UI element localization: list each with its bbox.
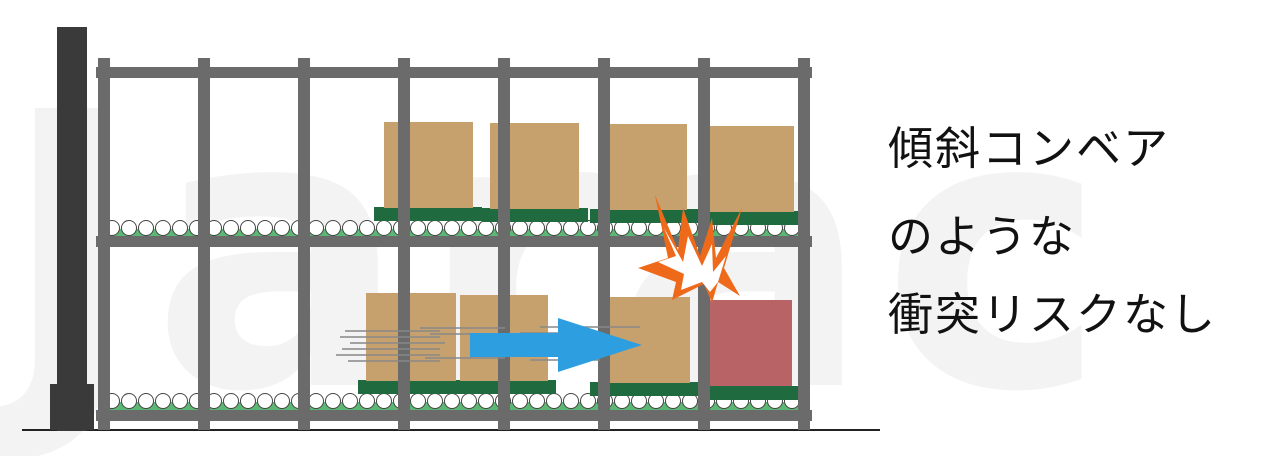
roller	[427, 393, 443, 409]
roller	[461, 220, 477, 236]
roller	[529, 220, 545, 236]
roller	[342, 393, 358, 409]
roller	[240, 393, 256, 409]
roller	[376, 220, 392, 236]
roller	[529, 393, 545, 409]
roller	[240, 220, 256, 236]
roller	[359, 393, 375, 409]
roller	[376, 393, 392, 409]
box	[598, 124, 687, 210]
pallet	[374, 207, 482, 221]
caption-line-1: 傾斜コンベア	[888, 122, 1171, 175]
collision-burst-icon	[638, 195, 742, 303]
roller	[121, 393, 137, 409]
roller	[512, 220, 528, 236]
roller	[580, 393, 596, 409]
roller	[359, 220, 375, 236]
roller	[546, 393, 562, 409]
rack-frame-beams	[96, 67, 812, 421]
building-post	[50, 27, 94, 431]
roller	[325, 393, 341, 409]
roller	[478, 220, 494, 236]
box	[704, 126, 794, 212]
roller	[155, 393, 171, 409]
box-colliding	[708, 300, 792, 386]
roller	[410, 220, 426, 236]
pallet	[590, 382, 698, 396]
roller	[274, 220, 290, 236]
roller	[138, 220, 154, 236]
roller	[444, 220, 460, 236]
roller	[563, 393, 579, 409]
roller	[478, 393, 494, 409]
roller	[274, 393, 290, 409]
roller	[172, 393, 188, 409]
roller	[121, 220, 137, 236]
roller	[342, 220, 358, 236]
pallet	[698, 211, 798, 225]
motion-arrow-icon	[470, 318, 642, 372]
pallet	[590, 209, 698, 223]
box	[384, 122, 473, 208]
roller	[444, 393, 460, 409]
roller	[512, 393, 528, 409]
roller	[172, 220, 188, 236]
roller	[257, 220, 273, 236]
roller	[308, 220, 324, 236]
caption-line-2: のような	[888, 210, 1077, 263]
roller	[155, 220, 171, 236]
roller	[546, 220, 562, 236]
roller	[563, 220, 579, 236]
roller	[257, 393, 273, 409]
roller	[223, 393, 239, 409]
pallet	[482, 208, 588, 222]
roller	[325, 220, 341, 236]
roller	[138, 393, 154, 409]
caption-line-3: 衝突リスクなし	[888, 288, 1218, 341]
roller	[461, 393, 477, 409]
roller	[427, 220, 443, 236]
roller	[223, 220, 239, 236]
pallet	[698, 386, 798, 400]
roller	[308, 393, 324, 409]
pallet	[358, 380, 556, 394]
roller	[410, 393, 426, 409]
